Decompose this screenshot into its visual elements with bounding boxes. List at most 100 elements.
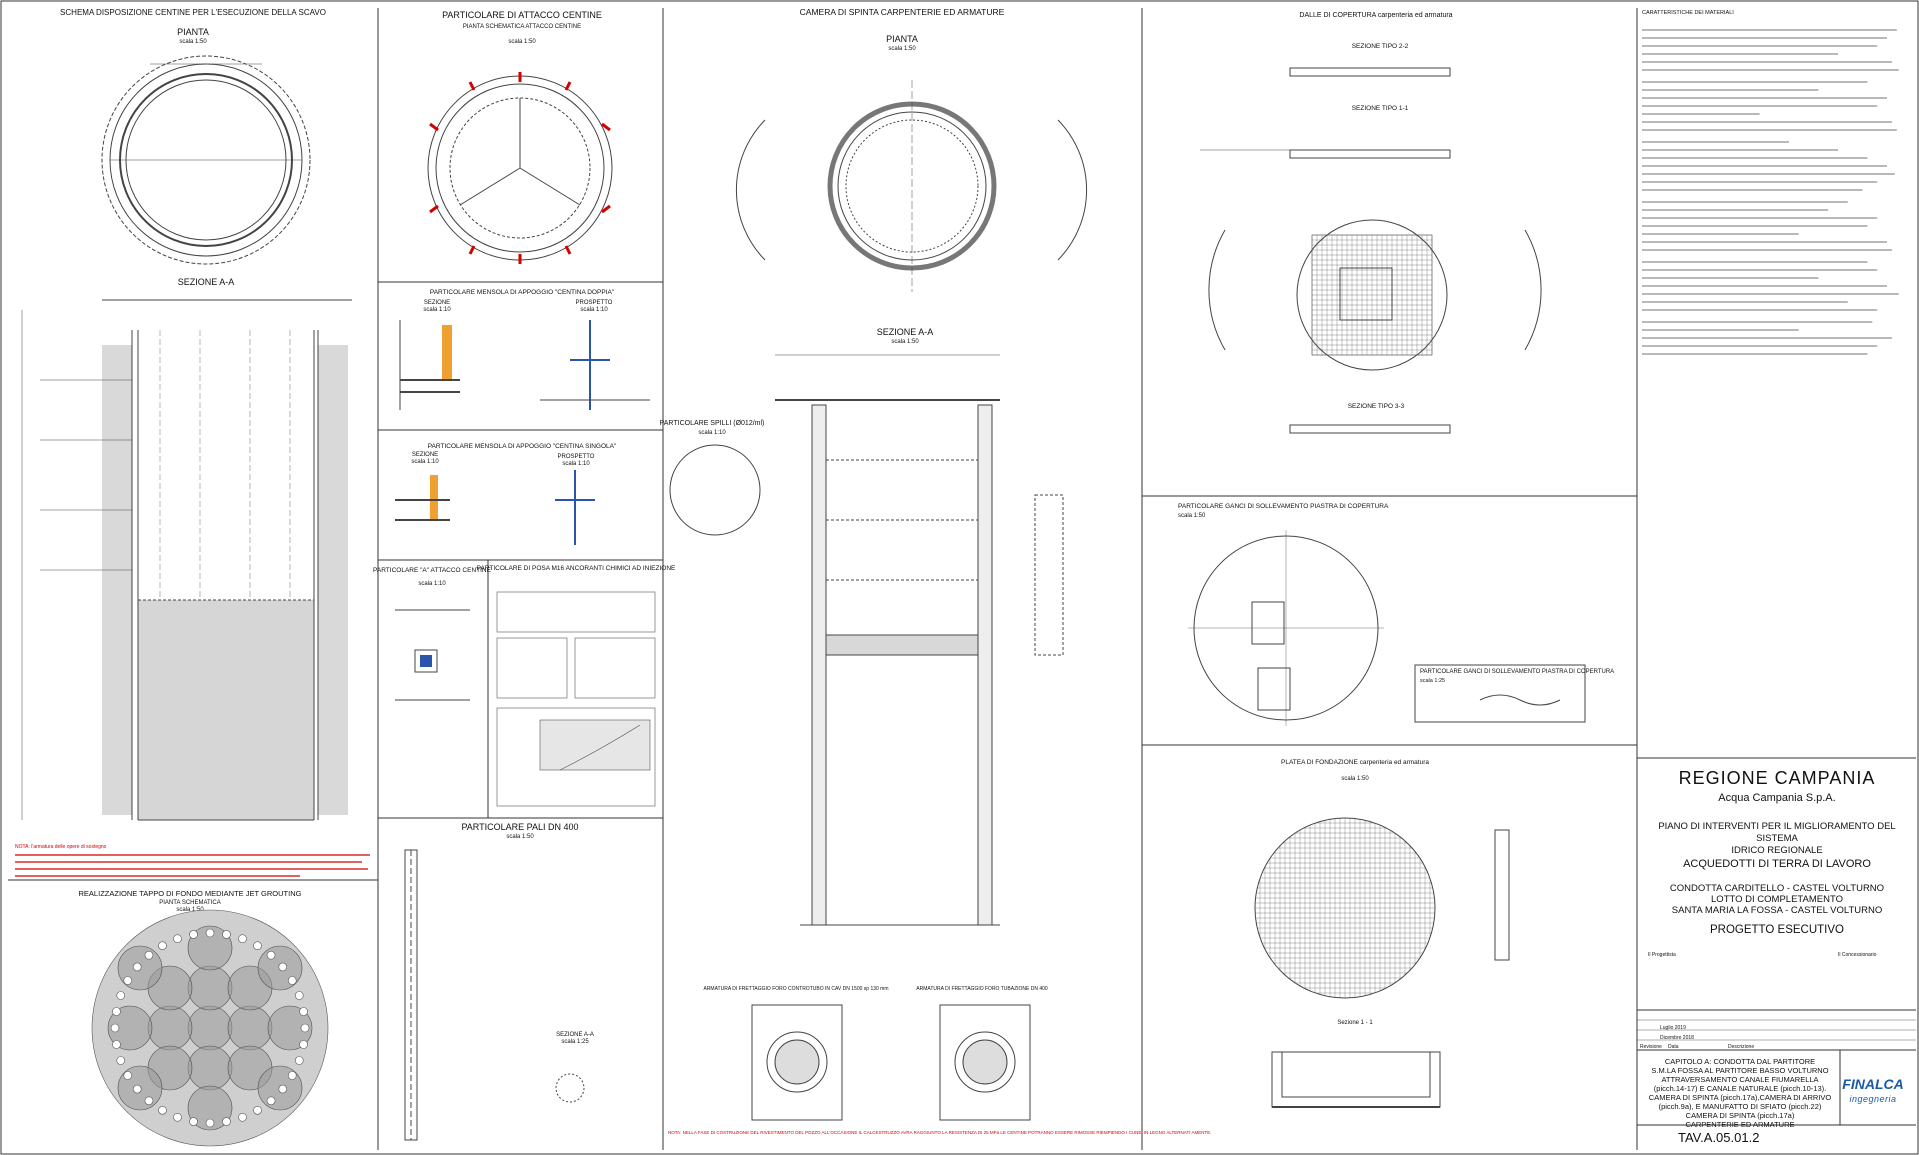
excavation-plan-circle [101,55,311,265]
frettaggio2-title: ARMATURA DI FRETTAGGIO FORO TUBAZIONE DN… [916,986,1048,992]
jet-column [187,1085,233,1131]
red-note-lines [15,854,370,877]
drawing-caption: CAPITOLO A: CONDOTTA DAL PARTITORE S.M.L… [1640,1057,1840,1129]
jet-ring-hole [112,1007,121,1016]
jet-ring-hole [299,1007,308,1016]
frettaggio-details [751,1004,1031,1121]
caption-line-7: CAMERA DI SPINTA (picch.17a) [1685,1111,1795,1120]
project-phase: PROGETTO ESECUTIVO [1710,924,1844,936]
lot-line-1: CONDOTTA CARDITELLO - CASTEL VOLTURNO [1669,883,1885,894]
ganci-plan [1188,530,1384,726]
platea-title: PLATEA DI FONDAZIONE carpenteria ed arma… [1281,759,1429,766]
caption-line-3: ATTRAVERSAMENTO CANALE FIUMARELLA [1661,1075,1819,1084]
pali-scale: scala 1:50 [506,834,534,840]
region-name: REGIONE CAMPANIA [1678,768,1876,788]
jet-title: REALIZZAZIONE TAPPO DI FONDO MEDIANTE JE… [79,889,302,898]
plan-line-2: IDRICO REGIONALE [1731,845,1823,856]
excavation-title: SCHEMA DISPOSIZIONE CENTINE PER L'ESECUZ… [60,8,326,17]
ms-sezione: SEZIONE [412,452,438,458]
caption-line-2: S.M.LA FOSSA AL PARTITORE BASSO VOLTURNO [1651,1066,1829,1075]
jet-ring-hole [253,941,262,951]
sezione-11-label: Sezione 1 - 1 [1337,1020,1373,1026]
jet-ring-hole [132,962,142,972]
jet-column [187,1045,233,1091]
drawing-code: TAV.A.05.01.2 [1678,1130,1760,1145]
section-aa-label: SEZIONE A-A [178,277,235,287]
jet-ring-hole [238,934,247,944]
logo-subtext: ingegneria [1849,1094,1897,1104]
mensola-doppia-drawing [399,320,650,410]
pali-section-label: SEZIONE A-A [556,1032,594,1038]
md-sezione: SEZIONE [424,300,450,306]
spilli-scale: scala 1:10 [698,430,726,436]
jet-ring-hole [278,962,288,972]
centine-red-brackets [429,72,611,264]
ganci-title: PARTICOLARE GANCI DI SOLLEVAMENTO PIASTR… [1178,503,1389,510]
jet-column [147,1005,193,1051]
mensola-singola-drawing [395,470,595,545]
pali-section-scale: scala 1:25 [561,1039,589,1045]
plan-line-1: PIANO DI INTERVENTI PER IL MIGLIORAMENTO… [1658,821,1896,844]
platea-plan [1254,817,1510,999]
materials-panel: CARATTERISTICHE DEI MATERIALI [1642,10,1899,355]
excavation-panel: SCHEMA DISPOSIZIONE CENTINE PER L'ESECUZ… [15,8,370,877]
ganci-hook-shape [1479,694,1561,706]
camera-plan-label: PIANTA [886,34,918,44]
jet-subtitle: PIANTA SCHEMATICA [159,900,220,906]
jet-ring-hole [205,928,215,938]
pali-drawing [404,849,585,1141]
jet-ring-hole [123,976,133,985]
camera-panel: CAMERA DI SPINTA CARPENTERIE ED ARMATURE… [660,7,1212,1135]
designer-label: Il Progettista [1648,952,1676,958]
jet-grouting-plan [91,909,329,1147]
jet-ring-hole [110,1023,120,1033]
camera-section [775,354,1064,926]
finalca-logo: FINALCA ingegneria [1834,1077,1912,1106]
ms-scale: scala 1:10 [411,459,439,465]
pali-title: PARTICOLARE PALI DN 400 [461,822,578,832]
jet-scale: scala 1:50 [176,907,204,913]
spilli-detail-circle [669,444,761,536]
jet-ring-hole [266,1096,276,1106]
jet-ring-hole [132,1084,142,1094]
sez-33-drawing [1289,424,1451,434]
jet-ring-hole [144,950,154,960]
jet-ring-hole [158,1105,167,1115]
materials-heading: CARATTERISTICHE DEI MATERIALI [1642,10,1734,16]
jet-ring-hole [112,1040,121,1049]
caption-line-4: (picch.14-17) E CANALE NATURALE (picch.1… [1653,1084,1827,1093]
jet-grouting-panel: REALIZZAZIONE TAPPO DI FONDO MEDIANTE JE… [79,889,329,1147]
rev-col-description: Descrizione [1728,1044,1755,1050]
jet-ring-hole [222,1117,231,1126]
rev-col-date: Data [1668,1044,1679,1050]
title-block-frame [1637,1009,1916,1126]
particolare-a-drawing [395,609,470,701]
jet-ring-hole [294,991,304,1000]
camera-section-scale: scala 1:50 [891,339,919,345]
bottom-note: NOTA: NELLA FASE DI COSTRUZIONE DEL RIVE… [668,1130,1211,1135]
dalle-title: DALLE DI COPERTURA carpenteria ed armatu… [1299,12,1452,19]
ms-prospetto: PROSPETTO [558,454,595,460]
jet-ring-hole [116,1056,126,1065]
camera-plan-scale: scala 1:50 [888,46,916,52]
company-name: Acqua Campania S.p.A. [1718,792,1836,804]
camera-section-label: SEZIONE A-A [877,327,934,337]
lot-line-3: SANTA MARIA LA FOSSA - CASTEL VOLTURNO [1671,905,1883,916]
jet-ring-hole [266,950,276,960]
particolare-a-title: PARTICOLARE "A" ATTACCO CENTINE [373,567,492,574]
mensola-doppia-title: PARTICOLARE MENSOLA DI APPOGGIO "CENTINA… [430,289,615,296]
jet-ring-hole [173,934,182,944]
jet-ring-hole [287,1071,297,1080]
md-scale: scala 1:10 [423,307,451,313]
jet-ring-hole [158,941,167,951]
pa-scale: scala 1:10 [418,581,446,587]
jet-ring-hole [278,1084,288,1094]
jet-ring-hole [294,1056,304,1065]
jet-column [187,1005,233,1051]
ganci-small-title: PARTICOLARE GANCI DI SOLLEVAMENTO PIASTR… [1420,669,1614,675]
excavation-note: NOTA: l'armatura delle opere di sostegno [15,844,107,850]
jet-ring-hole [222,930,231,939]
excavation-section [21,299,352,821]
sez-33-label: SEZIONE TIPO 3-3 [1348,403,1405,410]
